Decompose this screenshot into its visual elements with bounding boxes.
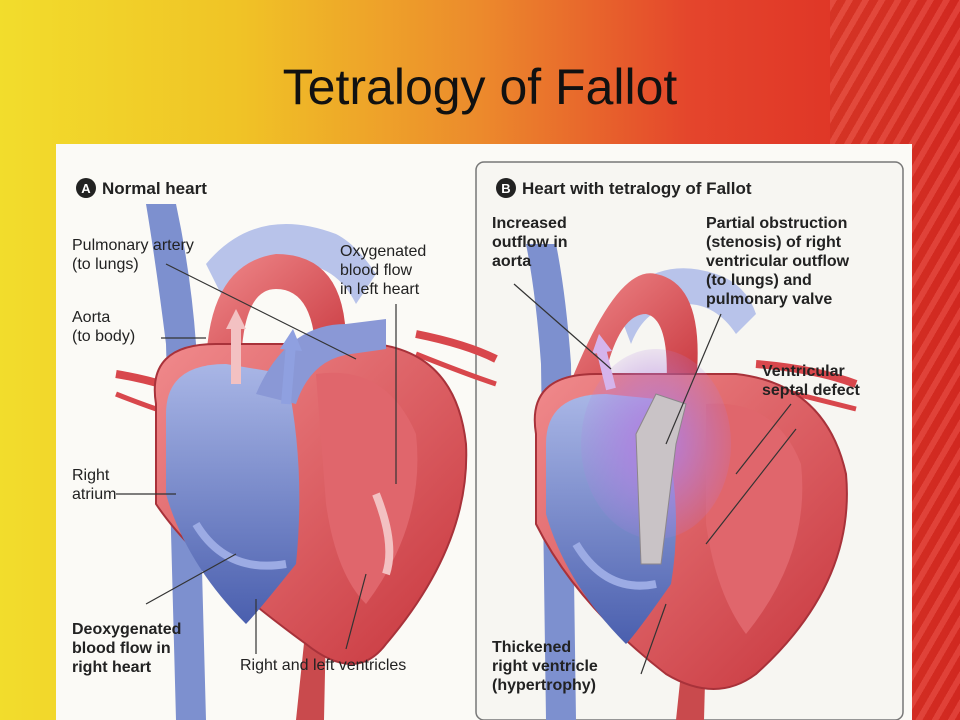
diagram-panel: A Normal heart Pulmonary artery (to lung…: [56, 144, 912, 720]
label-oxygenated: Oxygenated blood flow in left heart: [340, 243, 427, 298]
label-aorta: Aorta (to body): [72, 309, 136, 345]
fallot-heart: [513, 244, 858, 720]
label-pulmonary-artery: Pulmonary artery (to lungs): [72, 237, 194, 273]
slide-title: Tetralogy of Fallot: [282, 59, 678, 115]
normal-heart: [115, 204, 498, 720]
panel-b-heading: B Heart with tetralogy of Fallot: [496, 178, 752, 198]
label-right-atrium: Right atrium: [72, 467, 117, 503]
label-ventricles: Right and left ventricles: [240, 657, 407, 674]
heart-illustration: [115, 161, 904, 720]
label-vsd: Ventricular septal defect: [762, 363, 860, 399]
label-increased-outflow: Increased outflow in aorta: [492, 215, 568, 270]
panel-a-title: Normal heart: [102, 178, 207, 198]
label-thickened-ventricle: Thickened right ventricle (hypertrophy): [492, 639, 598, 694]
panel-a-badge: A: [76, 178, 96, 198]
panel-a-heading: A Normal heart: [76, 178, 207, 198]
panel-b-badge: B: [496, 178, 516, 198]
panel-b-title: Heart with tetralogy of Fallot: [522, 178, 752, 198]
label-deoxygenated: Deoxygenated blood flow in right heart: [72, 621, 182, 676]
label-partial-obstruction: Partial obstruction (stenosis) of right …: [706, 215, 850, 308]
